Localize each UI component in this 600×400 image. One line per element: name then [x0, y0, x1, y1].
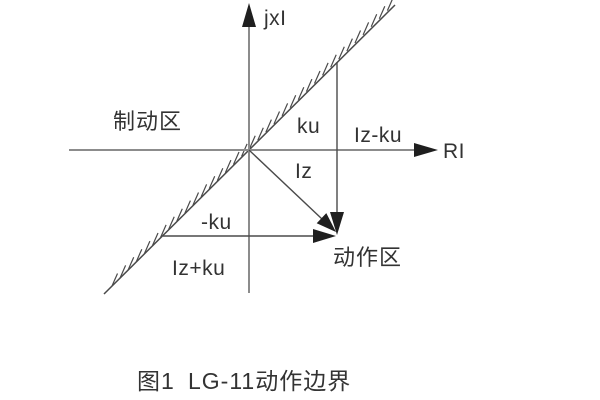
restraint-region-label: 制动区 — [113, 109, 182, 134]
iz-arrowhead-icon — [316, 213, 336, 232]
iz-plus-ku-label: Iz+ku — [172, 257, 225, 280]
iz-vector-line — [248, 149, 323, 220]
operate-region-label: 动作区 — [333, 245, 402, 270]
iz-label: Iz — [295, 160, 312, 183]
y-axis-label: jxI — [263, 7, 287, 30]
figure-caption-number: 图1 — [137, 368, 175, 394]
figure-caption-title: LG-11动作边界 — [188, 368, 351, 394]
right-arrowhead-icon — [313, 229, 336, 243]
ku-label: ku — [297, 115, 320, 138]
y-axis-arrowhead-icon — [242, 3, 256, 27]
x-axis-arrowhead-icon — [414, 143, 438, 157]
x-axis-label: RI — [443, 140, 465, 163]
minus-ku-label: -ku — [201, 211, 232, 234]
iz-minus-ku-label: Iz-ku — [354, 124, 402, 147]
boundary-hatching — [111, 0, 393, 287]
down-arrowhead-icon — [330, 212, 344, 235]
